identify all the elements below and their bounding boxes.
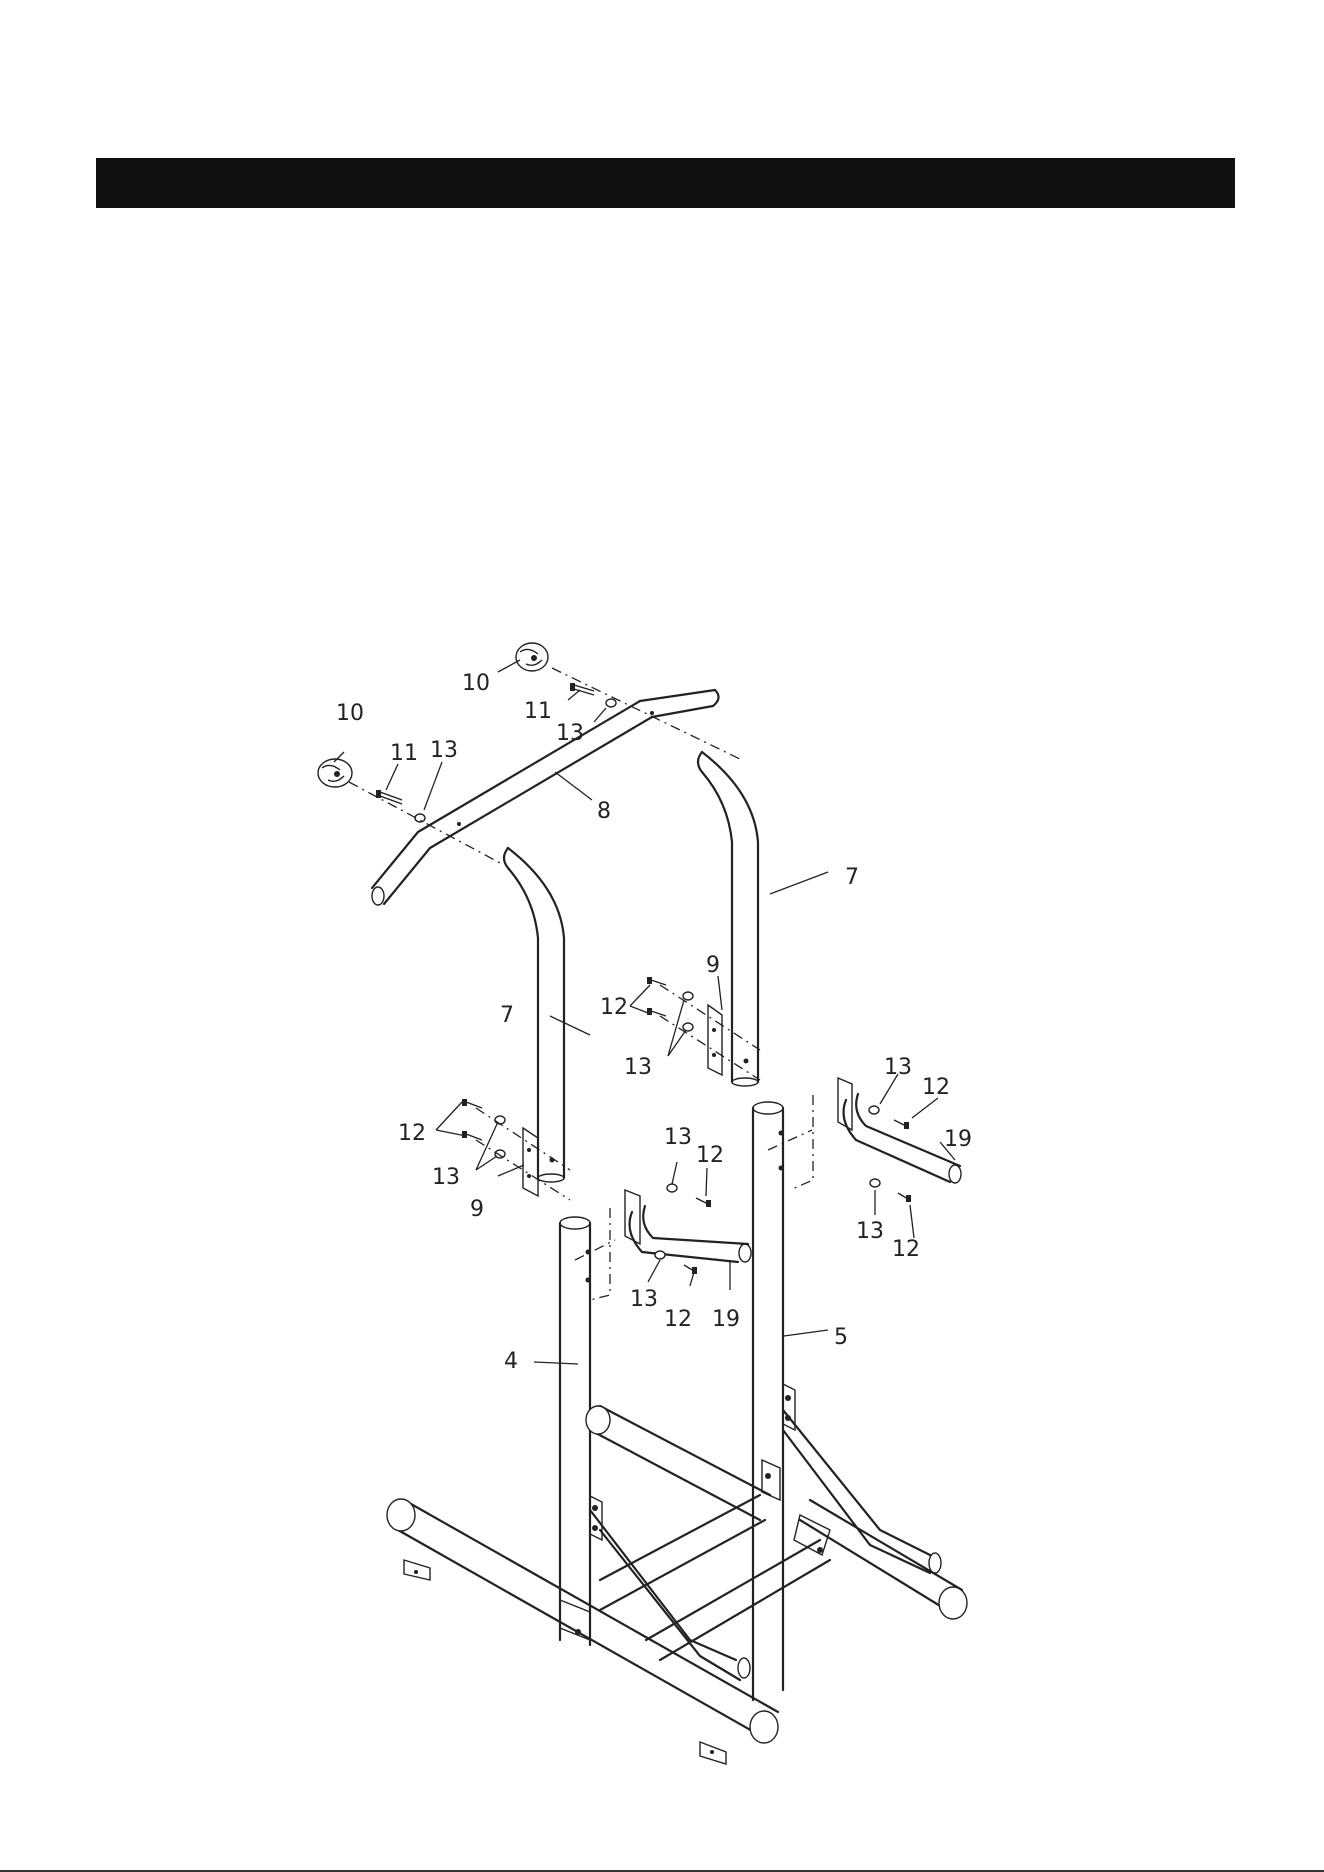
part-number-labels: 10 11 13 10 11 13 8 7 7 9 12 13 13 12 19…	[336, 671, 972, 1374]
bolt-11-left	[376, 790, 402, 804]
leader-lines	[334, 660, 955, 1364]
dip-handle-19-middle	[625, 1190, 751, 1262]
label-part-13-right-bottom: 13	[856, 1219, 884, 1244]
label-part-13-left: 13	[430, 738, 458, 763]
lower-upright-left	[560, 1217, 591, 1645]
label-part-12-far-right: 12	[922, 1075, 950, 1100]
label-part-10-upper: 10	[462, 671, 490, 696]
base-frame	[387, 1384, 967, 1764]
label-part-12-left: 12	[398, 1121, 426, 1146]
label-part-9-right: 9	[706, 953, 720, 978]
hand-grip-knob-left	[318, 759, 352, 787]
washer-13-upper	[606, 699, 616, 707]
label-part-19-right: 19	[944, 1127, 972, 1152]
mount-bracket-9-right	[708, 1005, 722, 1075]
label-part-13-middle: 13	[664, 1125, 692, 1150]
mount-bracket-9-left	[523, 1128, 538, 1196]
lower-upright-right	[753, 1102, 784, 1700]
label-part-12-right: 12	[600, 995, 628, 1020]
label-part-13-upper: 13	[556, 721, 584, 746]
label-part-9-left: 9	[470, 1197, 484, 1222]
label-part-13-middle-bottom: 13	[630, 1287, 658, 1312]
label-part-8: 8	[597, 799, 611, 824]
label-part-13-far-right: 13	[884, 1055, 912, 1080]
washer-13-left	[415, 814, 425, 822]
label-part-19-middle: 19	[712, 1307, 740, 1332]
upper-upright-right	[698, 752, 758, 1086]
label-part-5: 5	[834, 1325, 848, 1350]
hand-grip-knob-upper	[516, 643, 548, 671]
label-part-7-right: 7	[845, 865, 859, 890]
label-part-12-right-bottom: 12	[892, 1237, 920, 1262]
label-part-13-left-mid: 13	[432, 1165, 460, 1190]
bolt-11-upper	[570, 683, 594, 695]
label-part-10-left: 10	[336, 701, 364, 726]
label-part-11-left: 11	[390, 741, 418, 766]
label-part-12-middle-bottom: 12	[664, 1307, 692, 1332]
label-part-4: 4	[504, 1349, 518, 1374]
bolts-12-left-pair	[462, 1099, 482, 1140]
label-part-12-middle: 12	[696, 1143, 724, 1168]
bolts-12-right-pair	[647, 977, 666, 1016]
label-part-11-upper: 11	[524, 699, 552, 724]
label-part-7-left: 7	[500, 1003, 514, 1028]
label-part-13-right: 13	[624, 1055, 652, 1080]
